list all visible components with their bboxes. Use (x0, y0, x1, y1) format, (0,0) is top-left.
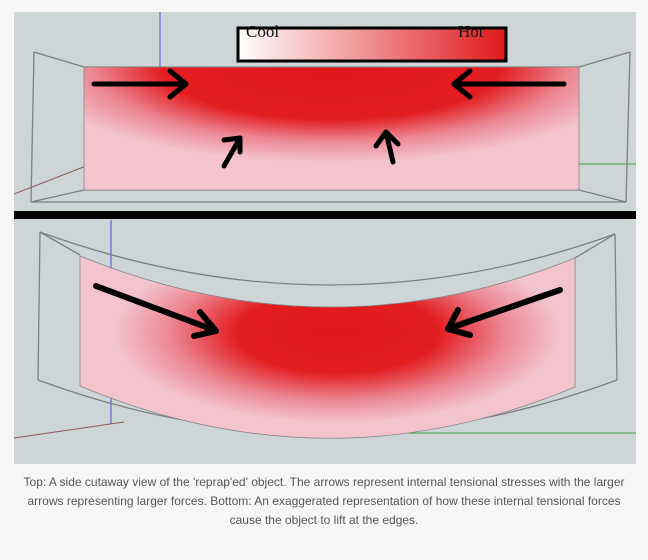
arrow-down-right (93, 283, 219, 339)
wireframe-bottom-edge (30, 189, 627, 203)
heat-legend-bar (236, 26, 508, 63)
arrow-up-left (373, 129, 401, 165)
figure-caption: Top: A side cutaway view of the 'reprap'… (23, 475, 625, 527)
arrow-up-right (221, 135, 243, 169)
legend-hot-label: Hot (458, 22, 484, 41)
axis-line-red-lower (14, 421, 125, 439)
diagram-canvas (14, 12, 636, 439)
arrow-left (451, 68, 567, 100)
top-panel (14, 12, 636, 203)
wireframe-right-edge (625, 51, 631, 203)
legend-cool-label: Cool (246, 22, 280, 41)
axis-line-red (14, 165, 87, 195)
heat-cross-section-bottom (79, 255, 576, 439)
heat-cross-section-top (83, 66, 580, 191)
bottom-panel (14, 220, 636, 439)
arrow-right (91, 68, 189, 100)
wireframe-left-edge (30, 51, 35, 203)
wireframe-top-left (39, 231, 81, 256)
wireframe-top-right (574, 233, 616, 259)
panel-divider (14, 211, 636, 219)
wireframe-top-curve (39, 231, 616, 286)
stress-diagram: Cool Hot (14, 12, 636, 464)
arrow-down-left (445, 287, 563, 338)
wireframe-right-edge-lower (614, 233, 618, 381)
wireframe-left-edge-lower (37, 231, 41, 381)
